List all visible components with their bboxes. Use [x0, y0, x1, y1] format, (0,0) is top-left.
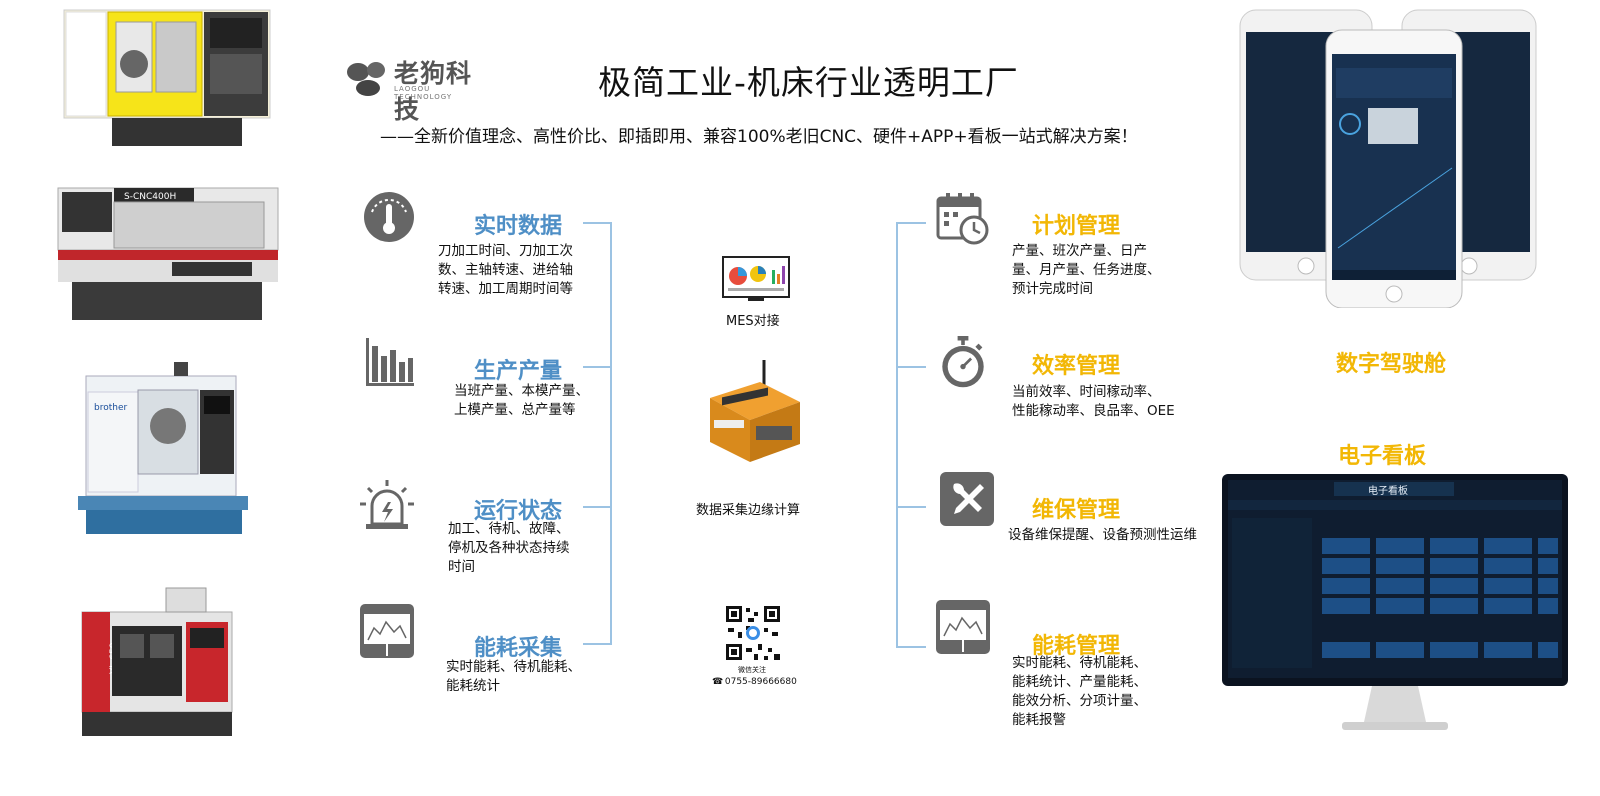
page-title: 极简工业-机床行业透明工厂	[598, 63, 1019, 102]
brother-machining-center-image: brother	[78, 362, 258, 540]
dog-paw-logo-icon	[347, 62, 385, 96]
tools-icon	[940, 472, 994, 526]
left-connector-1	[583, 222, 612, 224]
right-connector-vertical	[896, 222, 898, 648]
feature-title-energy-management: 能耗管理	[1032, 634, 1121, 659]
digital-cockpit-title: 数字驾驶舱	[1336, 352, 1447, 377]
brand-name: 老狗科技	[394, 59, 473, 124]
feature-title-efficiency-management: 效率管理	[1032, 354, 1121, 379]
feature-desc-production-output: 当班产量、本模产量、上模产量、总产量等	[454, 383, 589, 418]
feature-desc-efficiency-management: 当前效率、时间稼动率、性能稼动率、良品率、OEE	[1012, 384, 1175, 419]
feature-desc-energy-collection: 实时能耗、待机能耗、能耗统计	[446, 659, 581, 694]
feature-title-plan-management: 计划管理	[1032, 214, 1121, 239]
board-header-title: 电子看板	[1368, 486, 1408, 497]
feature-desc-plan-management: 产量、班次产量、日产量、月产量、任务进度、预计完成时间	[1012, 243, 1161, 297]
right-connector-4	[896, 646, 926, 648]
cnc-machine-yellow-image	[52, 4, 284, 150]
bar-chart-icon	[366, 338, 414, 386]
energy-chart-icon	[936, 600, 990, 654]
feature-title-production-output: 生产产量	[474, 359, 563, 384]
left-connector-2	[583, 366, 612, 368]
qr-caption: 微信关注	[738, 666, 766, 674]
thermometer-gauge-icon	[364, 192, 414, 242]
calendar-clock-icon	[936, 193, 989, 245]
left-connector-vertical	[610, 222, 612, 644]
energy-chart-icon	[360, 604, 414, 658]
alarm-light-icon	[360, 480, 414, 529]
vertical-machining-center-image: VL-650	[76, 586, 242, 742]
svg-text:brother: brother	[94, 403, 127, 413]
feature-title-running-status: 运行状态	[474, 499, 563, 524]
left-connector-3	[583, 506, 612, 508]
right-connector-3	[896, 506, 926, 508]
phone-number-row: ☎ 0755-89666680	[712, 677, 797, 687]
mes-monitor-icon	[722, 256, 790, 301]
phone-icon: ☎	[712, 677, 724, 687]
mes-label: MES对接	[726, 314, 780, 329]
electronic-board-monitor: 电子看板	[1222, 474, 1568, 736]
brand-logo: 老狗科技 LAOGOU TECHNOLOGY	[344, 58, 490, 124]
phone-number: 0755-89666680	[724, 677, 797, 687]
right-connector-1	[896, 222, 926, 224]
feature-desc-maintenance-management: 设备维保提醒、设备预测性运维	[1008, 527, 1197, 543]
right-connector-2	[896, 366, 926, 368]
left-connector-4	[583, 643, 612, 645]
brand-subname: LAOGOU TECHNOLOGY	[394, 85, 453, 101]
feature-title-maintenance-management: 维保管理	[1032, 498, 1121, 523]
wechat-qr-code-icon	[724, 604, 782, 662]
electronic-board-title: 电子看板	[1338, 444, 1427, 469]
cnc-lathe-image: S-CNC400H	[52, 180, 284, 326]
feature-desc-realtime-data: 刀加工时间、刀加工次数、主轴转速、进给轴转速、加工周期时间等	[438, 243, 573, 297]
edge-computing-label: 数据采集边缘计算	[696, 503, 801, 518]
feature-desc-running-status: 加工、待机、故障、停机及各种状态持续时间	[448, 521, 570, 575]
mobile-app-phones-image	[1239, 9, 1537, 308]
svg-text:S-CNC400H: S-CNC400H	[124, 192, 176, 202]
monitor-screen-image	[1222, 474, 1568, 730]
feature-title-realtime-data: 实时数据	[474, 214, 563, 239]
feature-desc-energy-management: 实时能耗、待机能耗、能耗统计、产量能耗、能效分析、分项计量、能耗报警	[1012, 655, 1147, 728]
stopwatch-icon	[942, 336, 984, 388]
feature-title-energy-collection: 能耗采集	[474, 636, 563, 661]
edge-gateway-device-icon	[710, 360, 800, 462]
page-subtitle: ——全新价值理念、高性价比、即插即用、兼容100%老旧CNC、硬件+APP+看板…	[380, 127, 1138, 147]
